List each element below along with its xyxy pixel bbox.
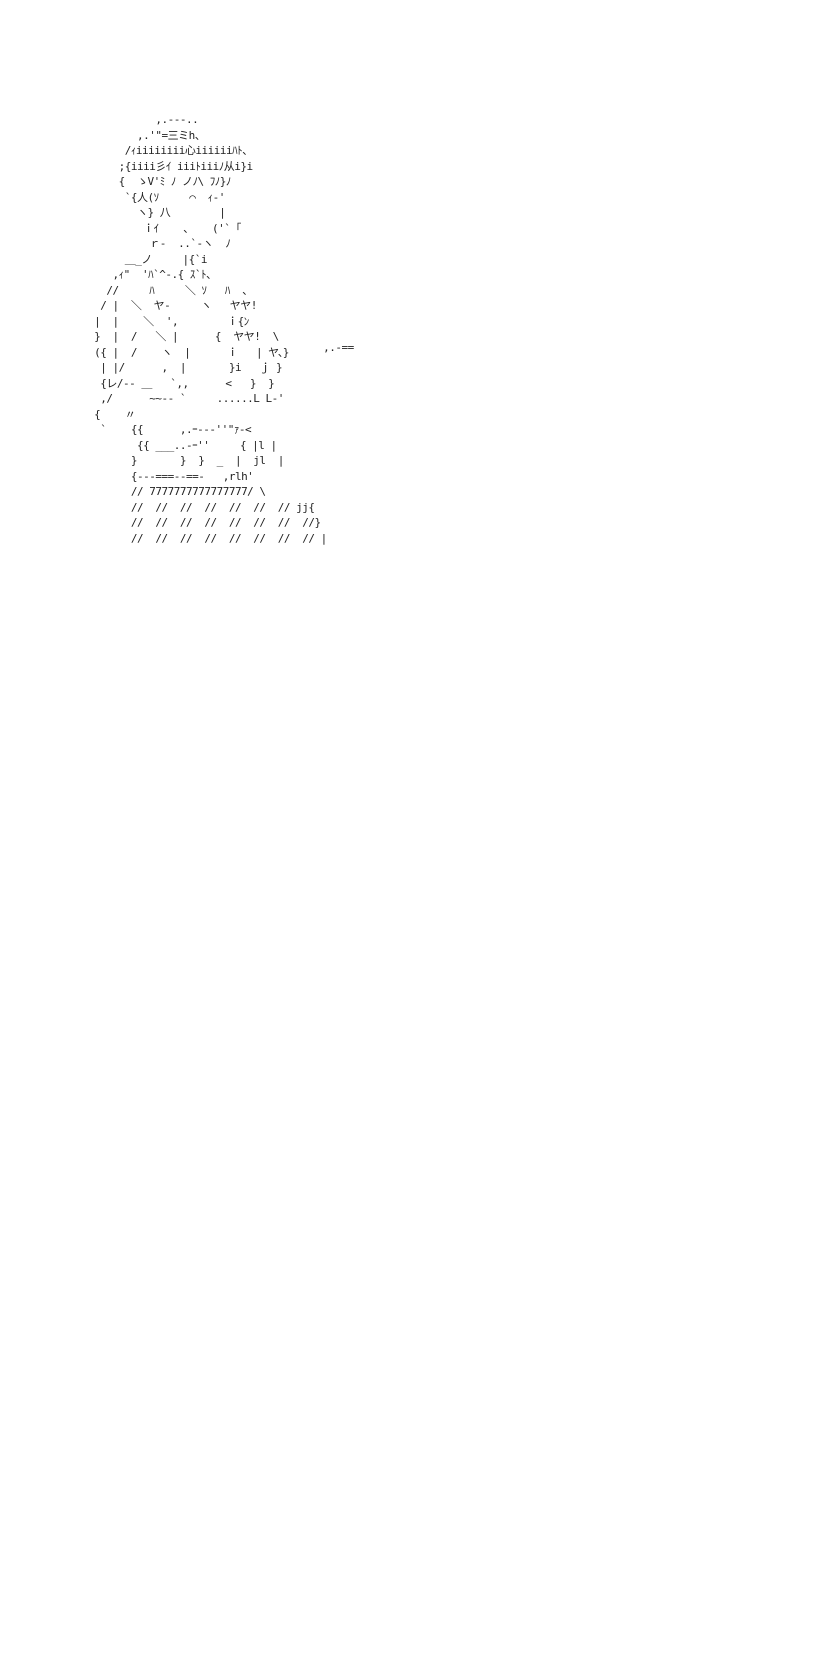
ascii-art-bazooka: ,.‐== xyxy=(268,341,354,354)
ascii-art-character-1: ,.-‐-.. ,.'"=三ミh、 /ｨiiiiiiii心iiiiiiﾊﾄ、 ;… xyxy=(94,113,327,545)
